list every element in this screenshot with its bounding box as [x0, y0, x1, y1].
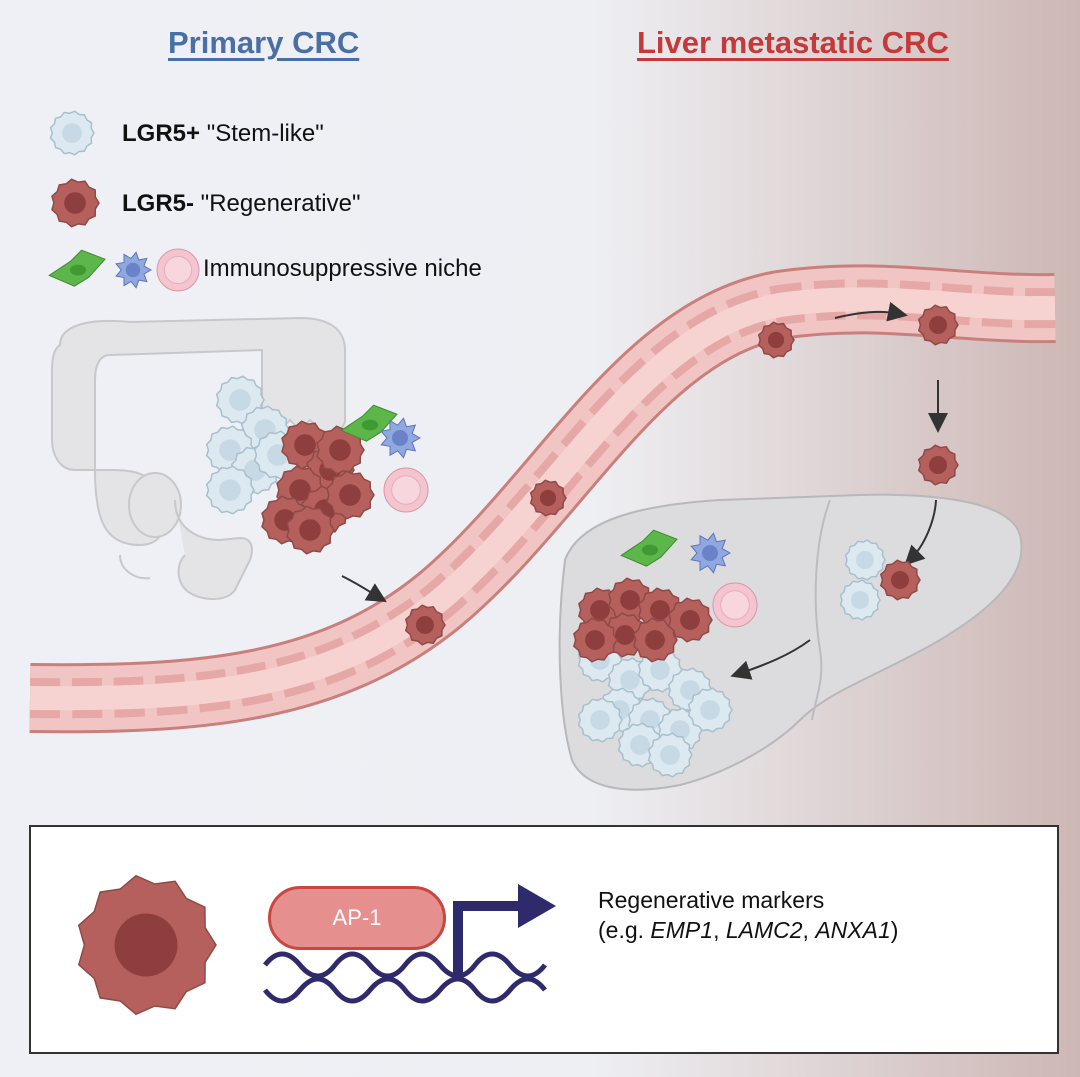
- tcell-icon: [156, 248, 200, 292]
- legend-stem-text: "Stem-like": [200, 120, 324, 147]
- promoter-arrow: [453, 901, 525, 975]
- primary-regen-cell: [316, 425, 365, 475]
- marker-lamc2: LAMC2: [725, 917, 803, 943]
- primary-macrophage: [380, 417, 422, 459]
- legend-regen: LGR5- "Regenerative": [122, 190, 360, 218]
- liver-regen-cell: [633, 617, 678, 663]
- legend-regen-bold: LGR5-: [122, 190, 194, 217]
- regenerative-cell-large: [77, 874, 217, 1016]
- ap1-factor: AP-1: [268, 886, 446, 950]
- fibroblast-icon: [48, 249, 106, 287]
- markers-sep1: ,: [713, 917, 726, 943]
- title-liver-text: Liver metastatic CRC: [637, 25, 949, 60]
- primary-fibroblast: [340, 404, 398, 442]
- liver-fibroblast: [620, 529, 678, 567]
- legend-regen-text: "Regenerative": [194, 190, 361, 217]
- stem-like-cell-icon: [49, 110, 95, 156]
- liver-seeding-stem-cell: [839, 579, 881, 621]
- markers-suffix: ): [890, 917, 899, 943]
- circulating-regen-cell: [404, 604, 446, 646]
- liver-seeding-regen-cell: [879, 559, 921, 601]
- flow-arrows: [341, 301, 948, 680]
- colon-illustration: [51, 316, 346, 601]
- primary-regen-cell: [286, 505, 335, 555]
- box-regen-cell: [77, 874, 217, 1016]
- liver-tcell: [712, 582, 758, 628]
- circulating-regen-cell: [529, 479, 567, 517]
- legend-niche: Immunosuppressive niche: [203, 255, 482, 283]
- markers-prefix: (e.g.: [598, 917, 651, 943]
- dna-strand-1: [263, 951, 547, 979]
- liver-seeding-stem-cell: [844, 539, 886, 581]
- liver-entering-regen-cell: [917, 444, 959, 486]
- markers-text: Regenerative markers (e.g. EMP1, LAMC2, …: [598, 885, 898, 945]
- markers-heading: Regenerative markers: [598, 887, 825, 913]
- primary-tcell: [383, 467, 429, 513]
- title-primary-text: Primary CRC: [168, 25, 360, 60]
- legend-stem-bold: LGR5+: [122, 120, 201, 147]
- dna-strand-2: [263, 976, 547, 1004]
- title-liver: Liver metastatic CRC: [637, 25, 949, 61]
- legend-niche-text: Immunosuppressive niche: [203, 255, 482, 282]
- regenerative-cell-icon: [51, 178, 100, 228]
- blood-vessel: [29, 264, 1056, 734]
- liver-regen-cell: [573, 617, 618, 663]
- markers-sep2: ,: [802, 917, 816, 943]
- primary-regen-cell: [326, 470, 375, 520]
- title-primary: Primary CRC: [168, 25, 359, 61]
- liver-regen-cell: [668, 597, 713, 643]
- markers-examples: (e.g. EMP1, LAMC2, ANXA1): [598, 915, 898, 945]
- extravasating-regen-cell: [917, 304, 959, 346]
- liver-stem-cell: [577, 697, 623, 743]
- circulating-regen-cell: [757, 321, 795, 359]
- primary-stem-cell: [205, 465, 255, 515]
- liver-macrophage: [690, 532, 732, 574]
- promoter-arrow-head: [518, 884, 556, 928]
- macrophage-icon: [115, 251, 153, 289]
- legend-stem: LGR5+ "Stem-like": [122, 120, 324, 148]
- marker-anxa1: ANXA1: [815, 917, 891, 943]
- ap1-label: AP-1: [332, 905, 382, 930]
- marker-emp1: EMP1: [650, 917, 714, 943]
- liver-stem-cell: [687, 687, 733, 733]
- liver-stem-cell: [647, 732, 693, 778]
